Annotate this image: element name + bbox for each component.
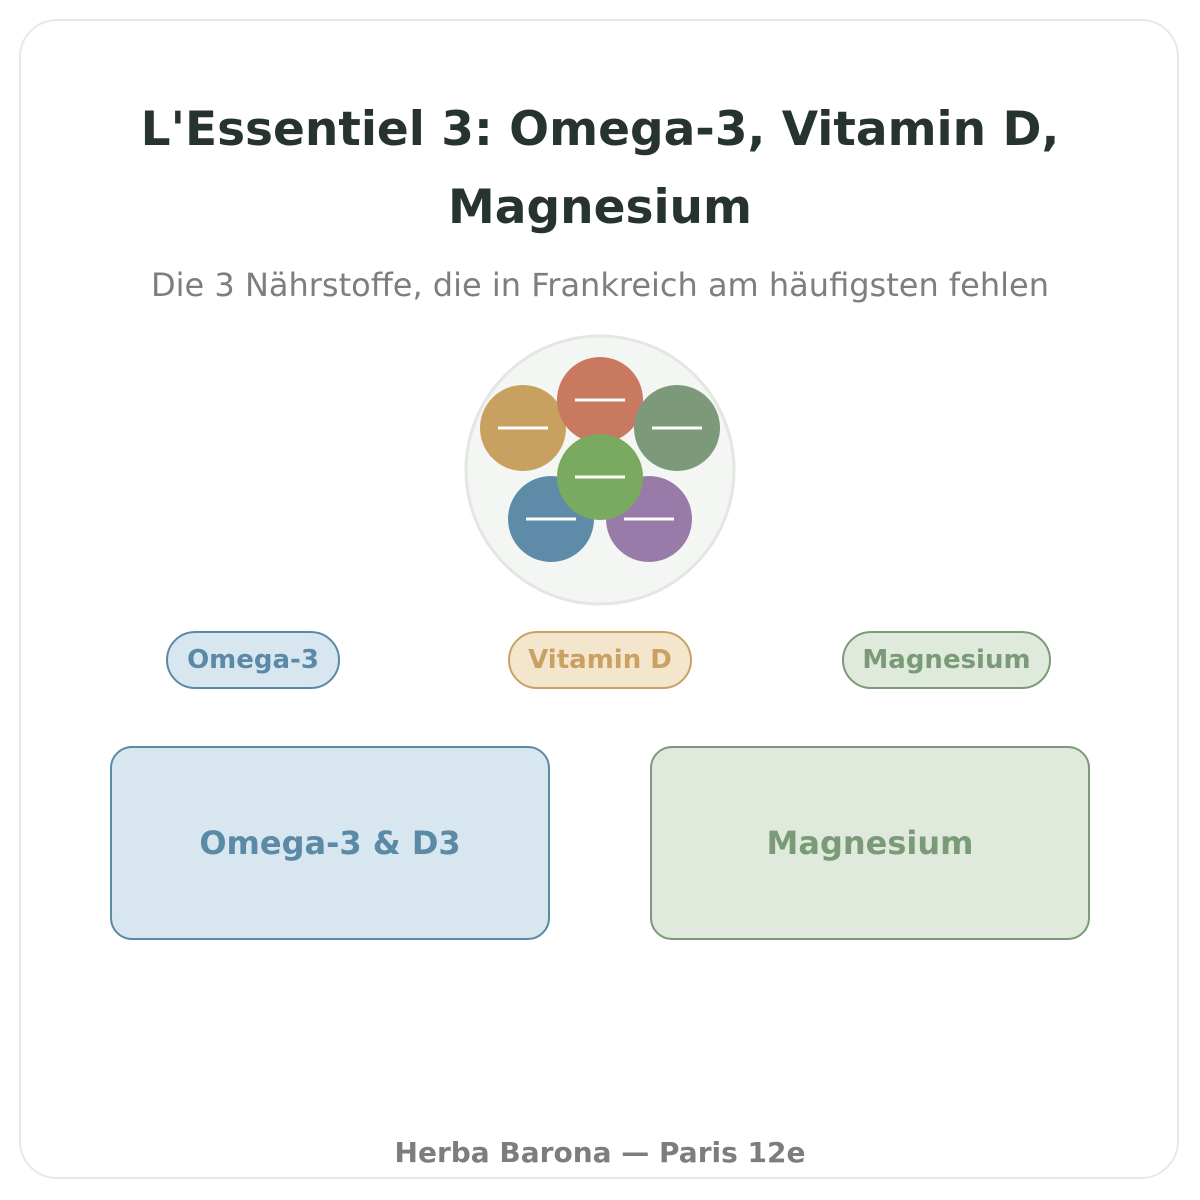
product-card-label: Magnesium [766, 824, 974, 862]
footer-brand: Herba Barona — Paris 12e [394, 1136, 806, 1169]
product-card-label: Omega-3 & D3 [199, 824, 461, 862]
page-title-line-2: Magnesium [448, 180, 752, 235]
page-title-line-1: L'Essentiel 3: Omega-3, Vitamin D, [140, 102, 1060, 157]
page-subtitle: Die 3 Nährstoffe, die in Frankreich am h… [151, 266, 1049, 304]
tag-vitamin-d: Vitamin D [508, 631, 692, 689]
tag-magnesium: Magnesium [842, 631, 1051, 689]
product-card-magnesium: Magnesium [650, 746, 1090, 940]
product-card-omega-3-d3: Omega-3 & D3 [110, 746, 550, 940]
tag-omega-3: Omega-3 [166, 631, 340, 689]
supplement-pills-icon [464, 334, 736, 606]
